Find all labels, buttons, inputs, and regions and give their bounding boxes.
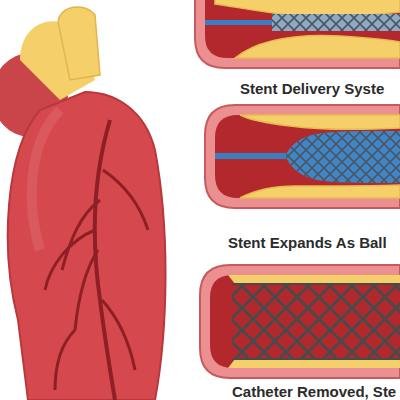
artery-stent: [200, 265, 400, 378]
heart-illustration: [0, 7, 166, 400]
caption-label: Stent Delivery Syste: [240, 80, 384, 98]
artery-balloon: [205, 105, 400, 208]
caption-label: Stent Expands As Ball: [228, 234, 387, 252]
artery-delivery: [195, 0, 400, 68]
caption-label: Catheter Removed, Ste: [232, 383, 396, 400]
